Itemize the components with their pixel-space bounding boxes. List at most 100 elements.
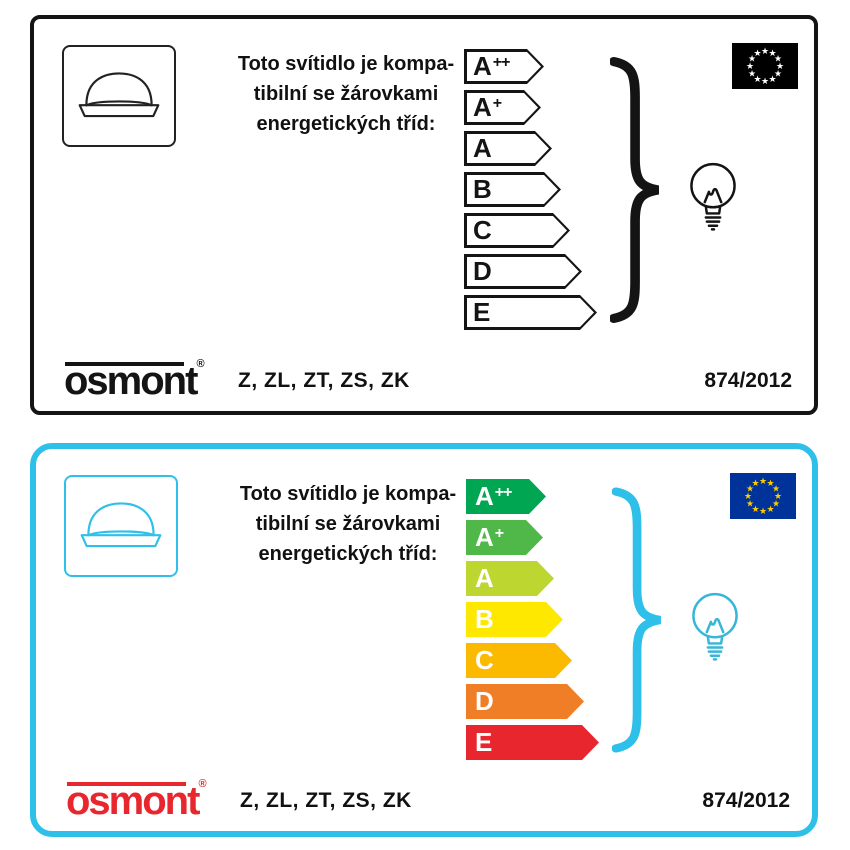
bulb-glass [690, 162, 736, 209]
arrow-fill [466, 725, 599, 760]
star-circle: ★★★★★★★★★★★★ [746, 47, 784, 87]
text-line: Toto svítidlo je kompa- [237, 53, 455, 75]
svg-text:★: ★ [748, 70, 756, 80]
class-letter: C [475, 645, 494, 675]
svg-text:★: ★ [753, 75, 761, 85]
osmont-wordmark: osmont [64, 359, 198, 403]
svg-text:★: ★ [746, 62, 754, 72]
osmont-logo: osmont® [66, 777, 207, 823]
class-letter: A [473, 133, 492, 163]
energy-label-panel-mono: Toto svítidlo je kompa- tibilní se žárov… [30, 15, 818, 415]
eu-flag-icon: ★★★★★★★★★★★★ [730, 473, 796, 519]
svg-text:★: ★ [772, 485, 780, 495]
lamp-dome [85, 72, 153, 107]
arrow-fill [466, 643, 572, 678]
class-superscript: ++ [494, 484, 513, 501]
compatibility-text: Toto svítidlo je kompa- tibilní se žárov… [202, 479, 494, 569]
svg-text:★: ★ [746, 500, 754, 510]
ceiling-lamp-icon [78, 72, 160, 118]
energy-class-arrow: B [464, 172, 561, 207]
class-letter: B [475, 604, 494, 634]
eu-flag-icon: ★★★★★★★★★★★★ [732, 43, 798, 89]
bulb-neck [704, 205, 722, 215]
text-line: energetických tříd: [258, 543, 438, 565]
lamp-dome-base [87, 530, 155, 537]
arrow-fill [466, 561, 554, 596]
arrow-fill [466, 479, 546, 514]
osmont-wordmark: osmont [66, 779, 200, 823]
bulb-threads [704, 216, 722, 231]
energy-class-arrow: C [464, 213, 570, 248]
svg-text:★: ★ [761, 47, 769, 57]
energy-class-label: C [464, 213, 570, 252]
lamp-dome [87, 502, 155, 537]
bulb-neck [706, 635, 724, 645]
svg-text:★: ★ [768, 49, 776, 59]
energy-class-label: E [466, 725, 599, 764]
class-letter: D [475, 686, 494, 716]
energy-class-label: A [466, 561, 554, 600]
regulation-number: 874/2012 [704, 369, 792, 392]
osmont-logo: osmont® [64, 357, 205, 403]
class-letter: A [475, 481, 494, 511]
svg-text:★: ★ [774, 492, 782, 502]
curly-brace-icon [612, 487, 662, 753]
registered-mark: ® [196, 358, 205, 370]
arrow-fill [467, 134, 549, 163]
registered-mark: ® [198, 778, 207, 790]
energy-class-label: D [464, 254, 582, 293]
brace-path [612, 487, 662, 753]
energy-class-label: A+ [466, 520, 543, 559]
energy-class-label: A++ [466, 479, 546, 518]
text-line: tibilní se žárovkami [255, 513, 441, 535]
energy-class-label: B [466, 602, 563, 641]
svg-text:★: ★ [768, 75, 776, 85]
svg-text:★: ★ [774, 55, 782, 65]
svg-text:★: ★ [776, 62, 784, 72]
ceiling-lamp-icon [80, 502, 162, 548]
energy-class-arrow: A++ [466, 479, 546, 514]
star-circle: ★★★★★★★★★★★★ [744, 477, 782, 517]
eu-flag-stars: ★★★★★★★★★★★★ [744, 477, 782, 517]
text-line: energetických tříd: [256, 113, 436, 135]
arrow-fill [466, 684, 584, 719]
energy-class-label: B [464, 172, 561, 211]
energy-class-arrow: A+ [464, 90, 541, 125]
arrow-fill [467, 257, 579, 286]
class-letter: A [473, 92, 492, 122]
class-superscript: ++ [492, 54, 511, 71]
energy-class-arrow: E [464, 295, 597, 330]
energy-class-label: C [466, 643, 572, 682]
arrow-fill [466, 602, 563, 637]
compatibility-text: Toto svítidlo je kompa- tibilní se žárov… [200, 49, 492, 139]
bulb-filament [703, 187, 723, 204]
svg-text:★: ★ [759, 507, 767, 517]
class-letter: A [473, 51, 492, 81]
arrow-fill [467, 175, 558, 204]
arrow-fill [467, 298, 594, 327]
luminaire-image-box [64, 475, 178, 577]
svg-text:★: ★ [766, 505, 774, 515]
energy-class-arrow: D [466, 684, 584, 719]
class-letter: A [475, 522, 494, 552]
bulb-threads [706, 646, 724, 661]
curly-brace-icon [610, 57, 660, 323]
svg-text:★: ★ [759, 477, 767, 487]
lamp-rim [80, 534, 162, 548]
arrow-fill [466, 520, 543, 555]
energy-class-list: A++ A+ A B C D E [464, 49, 597, 330]
light-bulb-icon [692, 592, 738, 661]
svg-text:★: ★ [774, 70, 782, 80]
svg-text:★: ★ [751, 505, 759, 515]
svg-text:★: ★ [753, 49, 761, 59]
energy-class-arrow: A+ [466, 520, 543, 555]
class-superscript: + [494, 525, 504, 542]
svg-text:★: ★ [751, 479, 759, 489]
energy-class-label: D [466, 684, 584, 723]
luminaire-image-box [62, 45, 176, 147]
class-letter: E [473, 297, 491, 327]
light-bulb-icon [690, 162, 736, 231]
energy-class-label: A++ [464, 49, 544, 88]
text-line: tibilní se žárovkami [253, 83, 439, 105]
